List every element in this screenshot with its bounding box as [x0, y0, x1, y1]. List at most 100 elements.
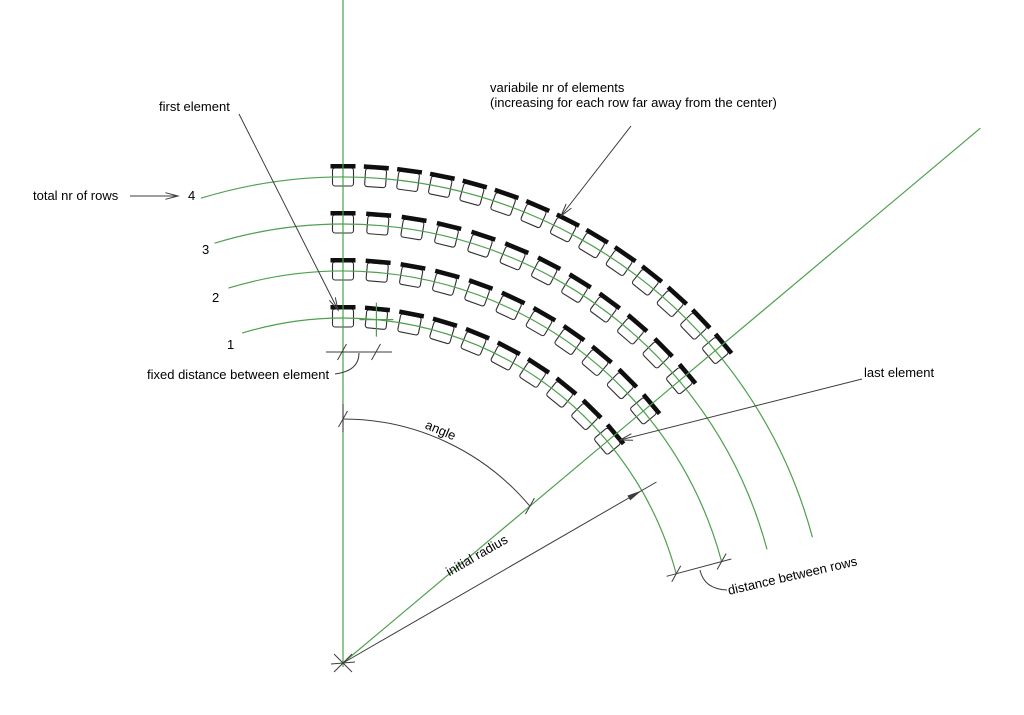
- seat: [460, 326, 490, 356]
- seat: [525, 305, 557, 337]
- row-arc-1: [241, 317, 677, 574]
- seats-layer: [330, 164, 734, 455]
- seat-back-bar: [640, 264, 664, 284]
- seat: [617, 313, 649, 345]
- leader-arrowhead-total_rows: [165, 192, 180, 200]
- fixed-distance-tick-2: [371, 343, 381, 361]
- initial-radius-dim-line: [342, 481, 657, 664]
- seat-back-bar: [568, 272, 592, 290]
- angle-dim-tick-start: [338, 410, 348, 428]
- seat: [520, 199, 551, 229]
- seat-back-bar: [532, 305, 557, 323]
- seat-back-bar: [429, 171, 456, 181]
- seat: [642, 337, 674, 369]
- seat: [531, 255, 562, 286]
- fixed-distance-label: fixed distance between element: [147, 367, 330, 382]
- row-number-4: 4: [188, 188, 196, 203]
- total-rows-label: total nr of rows: [33, 188, 119, 203]
- seat: [499, 241, 530, 271]
- seat: [606, 367, 639, 400]
- seat-back-bar: [626, 313, 649, 333]
- seat-back-bar: [365, 258, 391, 266]
- row-arc-3: [214, 223, 768, 550]
- seat-back-bar: [613, 245, 637, 264]
- dimensions-layer: [130, 113, 863, 673]
- leader-line-last_element: [619, 378, 863, 441]
- seat-back-bar: [494, 187, 520, 201]
- seat: [680, 308, 712, 340]
- seat-back-bar: [400, 262, 426, 271]
- seat: [656, 285, 689, 317]
- seat-back-bar: [536, 255, 562, 271]
- row-number-3: 3: [202, 242, 210, 257]
- seat-back-bar: [500, 290, 526, 306]
- row-arc-2: [228, 270, 723, 562]
- seat-back-bar: [401, 214, 427, 224]
- initial-radius-arrowhead: [627, 490, 642, 501]
- seat: [571, 398, 603, 430]
- seat: [490, 187, 520, 216]
- seat-back-bar: [666, 285, 689, 306]
- leader-arrowhead-variable_elements: [559, 203, 572, 218]
- seat: [363, 164, 389, 189]
- seat-back-bar: [581, 398, 603, 420]
- seat-back-bar: [562, 324, 586, 343]
- seat-back-bar: [526, 357, 551, 375]
- seat: [546, 376, 578, 408]
- angle-dimension-arc: [342, 418, 531, 507]
- seat: [365, 258, 391, 283]
- seat-back-bar: [364, 305, 391, 313]
- last-element-label: last element: [864, 365, 935, 380]
- seat-back-bar: [434, 268, 460, 280]
- seat: [467, 229, 496, 258]
- leader-arrowhead-last_element: [618, 433, 634, 441]
- seat-back-bar: [468, 278, 494, 291]
- seat-back-bar: [690, 308, 712, 330]
- seat-back-bar: [496, 340, 521, 357]
- fixed-distance-leader-curve: [334, 352, 360, 375]
- seat: [464, 278, 494, 307]
- seat: [578, 227, 609, 259]
- seat-back-bar: [525, 199, 551, 213]
- seat: [519, 357, 551, 388]
- distance-rows-tick-1: [671, 565, 682, 582]
- seat: [429, 316, 458, 345]
- seat-back-bar: [590, 344, 613, 365]
- seat: [581, 344, 613, 376]
- seat-back-bar: [465, 326, 490, 341]
- seat-back-bar: [432, 316, 458, 328]
- row-number-1: 1: [227, 337, 235, 352]
- seat-back-bar: [598, 291, 622, 311]
- seat-back-bar: [366, 211, 392, 218]
- angle-dim-tick-end: [524, 497, 535, 515]
- seat-back-bar: [470, 229, 496, 242]
- fixed-distance-tick-1: [337, 343, 347, 361]
- seat: [495, 290, 526, 321]
- distance-rows-leader-curve: [699, 569, 728, 591]
- leader-line-variable_elements: [560, 125, 632, 217]
- seat-back-bar: [462, 178, 488, 190]
- seat-back-bar: [585, 227, 609, 245]
- variable-elements-label-line2: (increasing for each row far away from t…: [490, 95, 777, 110]
- seat: [549, 212, 581, 243]
- seat: [490, 340, 521, 371]
- first-element-label: first element: [159, 99, 230, 114]
- seat-back-bar: [398, 309, 425, 319]
- seat: [366, 211, 392, 236]
- seat-back-bar: [436, 220, 462, 232]
- seat-back-bar: [617, 367, 639, 389]
- green-lines-layer: [200, 0, 981, 667]
- leader-line-first_element: [238, 113, 339, 311]
- seat-back-bar: [555, 212, 581, 228]
- center-marker-horizontal: [330, 661, 356, 665]
- seat: [432, 268, 460, 296]
- seat-back-bar: [555, 376, 578, 396]
- seat: [396, 166, 423, 192]
- seat-back-bar: [396, 166, 423, 175]
- row-number-2: 2: [212, 290, 220, 305]
- seat-back-bar: [504, 241, 530, 256]
- seat: [459, 178, 488, 206]
- row-arc-4: [200, 176, 813, 538]
